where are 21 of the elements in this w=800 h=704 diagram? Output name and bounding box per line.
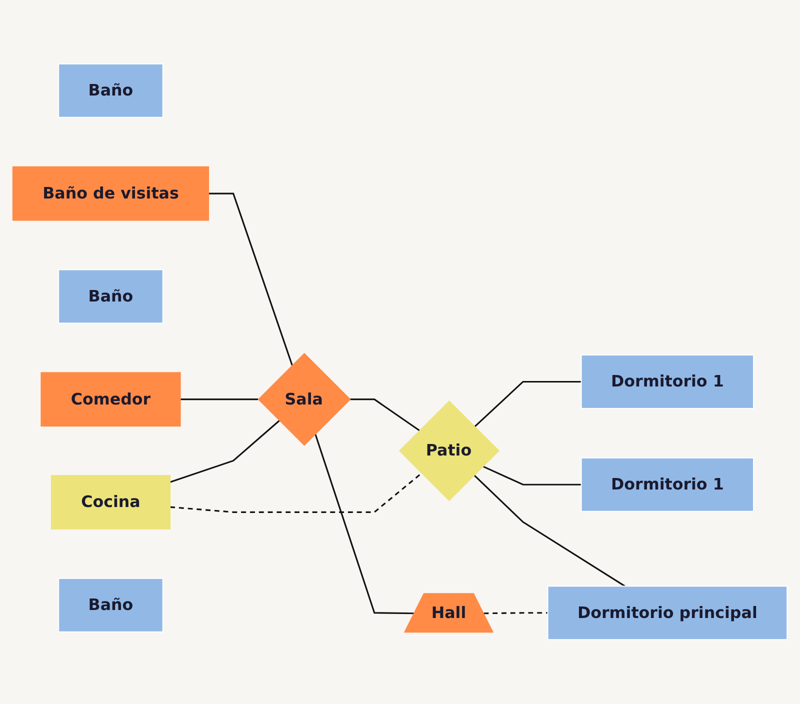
node-diamond: Sala <box>258 353 351 446</box>
node-box: Dormitorio principal <box>547 586 788 640</box>
node-box: Dormitorio 1 <box>580 458 754 512</box>
node-box: Baño <box>58 578 164 633</box>
node-box: Baño <box>58 64 164 118</box>
connector <box>208 192 293 366</box>
connector <box>170 472 422 514</box>
connector <box>314 434 415 614</box>
node-box: Dormitorio 1 <box>580 354 754 410</box>
node-box: Comedor <box>40 372 181 427</box>
connector <box>484 612 548 614</box>
connector <box>482 466 582 486</box>
node-diamond: Patio <box>398 400 500 502</box>
node-box: Baño de visitas <box>12 166 210 221</box>
node-box: Cocina <box>50 475 171 530</box>
connector <box>180 398 258 400</box>
connector <box>170 420 280 484</box>
connector <box>474 474 626 588</box>
node-box: Baño <box>58 269 164 324</box>
connector <box>350 398 420 432</box>
connector <box>474 381 582 428</box>
